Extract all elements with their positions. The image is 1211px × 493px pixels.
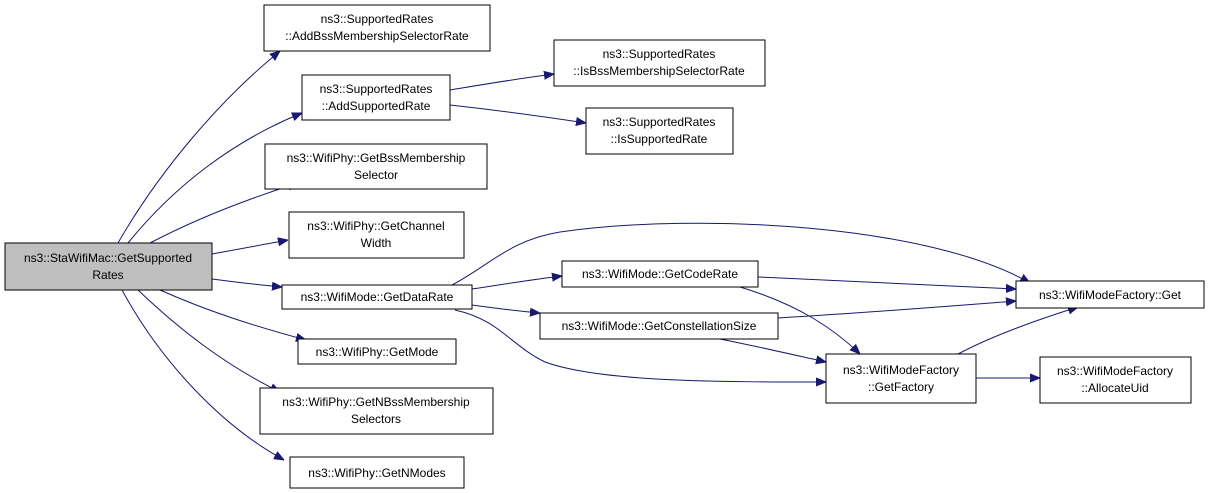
node-get-bss-selector[interactable]: ns3::WifiPhy::GetBssMembership Selector (264, 143, 488, 190)
node-get-n-modes-line-1: ns3::WifiPhy::GetNModes (308, 466, 445, 480)
edge-get-data-rate-factory-get (451, 222, 1030, 286)
edge-get-code-rate-get-factory (739, 286, 860, 354)
node-add-bss-rate-line-1: ns3::SupportedRates (321, 12, 434, 26)
node-get-channel-width[interactable]: ns3::WifiPhy::GetChannel Width (288, 211, 465, 259)
edge-add-supported-rate-is-bss-rate (449, 74, 554, 91)
node-get-n-bss-selectors[interactable]: ns3::WifiPhy::GetNBssMembership Selector… (259, 387, 494, 435)
node-add-supported-rate-line-1: ns3::SupportedRates (320, 82, 433, 96)
node-get-bss-selector-line-2: Selector (354, 168, 398, 182)
node-allocate-uid-line-1: ns3::WifiModeFactory (1057, 364, 1173, 378)
edge-root-add-supported-rate (127, 113, 302, 244)
node-root[interactable]: ns3::StaWifiMac::GetSupported Rates (4, 242, 213, 291)
node-add-bss-rate[interactable]: ns3::SupportedRates ::AddBssMembershipSe… (263, 4, 491, 52)
edge-root-get-n-modes (121, 289, 284, 460)
node-add-supported-rate[interactable]: ns3::SupportedRates ::AddSupportedRate (301, 74, 451, 121)
edge-root-get-n-bss-selectors (137, 289, 280, 392)
node-add-bss-rate-line-2: ::AddBssMembershipSelectorRate (285, 29, 469, 43)
node-is-supported-rate-line-1: ns3::SupportedRates (603, 115, 716, 129)
node-get-n-modes[interactable]: ns3::WifiPhy::GetNModes (289, 456, 465, 489)
node-get-constellation-size-line-1: ns3::WifiMode::GetConstellationSize (562, 319, 757, 333)
edge-get-constellation-size-get-factory (719, 338, 826, 362)
node-factory-get[interactable]: ns3::WifiModeFactory::Get (1015, 280, 1205, 309)
edge-get-code-rate-factory-get (757, 276, 1016, 289)
node-is-bss-rate-line-2: ::IsBssMembershipSelectorRate (573, 64, 745, 78)
edge-get-factory-factory-get (957, 307, 1078, 355)
edge-root-get-mode (159, 289, 306, 340)
node-get-mode[interactable]: ns3::WifiPhy::GetMode (297, 338, 457, 365)
edge-add-supported-rate-is-supported-rate (449, 104, 586, 123)
edge-get-data-rate-get-constellation-size (471, 304, 540, 313)
edge-get-constellation-size-factory-get (777, 301, 1016, 319)
node-get-factory[interactable]: ns3::WifiModeFactory ::GetFactory (825, 353, 977, 404)
node-root-line-1: ns3::StaWifiMac::GetSupported (24, 251, 192, 265)
node-get-bss-selector-line-1: ns3::WifiPhy::GetBssMembership (287, 151, 466, 165)
edge-root-add-bss-rate (117, 51, 280, 244)
node-get-channel-width-line-1: ns3::WifiPhy::GetChannel (307, 219, 444, 233)
node-get-factory-line-1: ns3::WifiModeFactory (843, 363, 959, 377)
node-get-mode-line-1: ns3::WifiPhy::GetMode (316, 345, 439, 359)
node-is-bss-rate[interactable]: ns3::SupportedRates ::IsBssMembershipSel… (553, 39, 766, 87)
node-get-n-bss-selectors-line-1: ns3::WifiPhy::GetNBssMembership (282, 395, 470, 409)
node-is-supported-rate[interactable]: ns3::SupportedRates ::IsSupportedRate (585, 107, 734, 155)
node-add-supported-rate-line-2: ::AddSupportedRate (322, 99, 431, 113)
node-get-factory-line-2: ::GetFactory (868, 380, 934, 394)
node-get-channel-width-line-2: Width (361, 236, 392, 250)
edge-root-get-data-rate (211, 278, 282, 287)
edge-get-data-rate-get-code-rate (471, 276, 562, 290)
edge-root-get-channel-width (211, 240, 288, 255)
node-root-line-2: Rates (92, 268, 123, 282)
edge-root-get-bss-selector (149, 183, 298, 244)
node-get-constellation-size[interactable]: ns3::WifiMode::GetConstellationSize (539, 312, 779, 340)
edge-get-data-rate-get-factory (454, 309, 826, 382)
node-get-data-rate-line-1: ns3::WifiMode::GetDataRate (301, 290, 454, 304)
node-allocate-uid[interactable]: ns3::WifiModeFactory ::AllocateUid (1039, 356, 1192, 404)
node-factory-get-line-1: ns3::WifiModeFactory::Get (1039, 288, 1182, 302)
node-get-data-rate[interactable]: ns3::WifiMode::GetDataRate (281, 284, 473, 310)
node-is-bss-rate-line-1: ns3::SupportedRates (603, 47, 716, 61)
edge-layer (117, 51, 1078, 460)
node-get-n-bss-selectors-line-2: Selectors (351, 412, 401, 426)
node-get-code-rate-line-1: ns3::WifiMode::GetCodeRate (582, 267, 738, 281)
node-is-supported-rate-line-2: ::IsSupportedRate (611, 132, 708, 146)
node-get-code-rate[interactable]: ns3::WifiMode::GetCodeRate (561, 260, 759, 288)
node-allocate-uid-line-2: ::AllocateUid (1081, 381, 1148, 395)
